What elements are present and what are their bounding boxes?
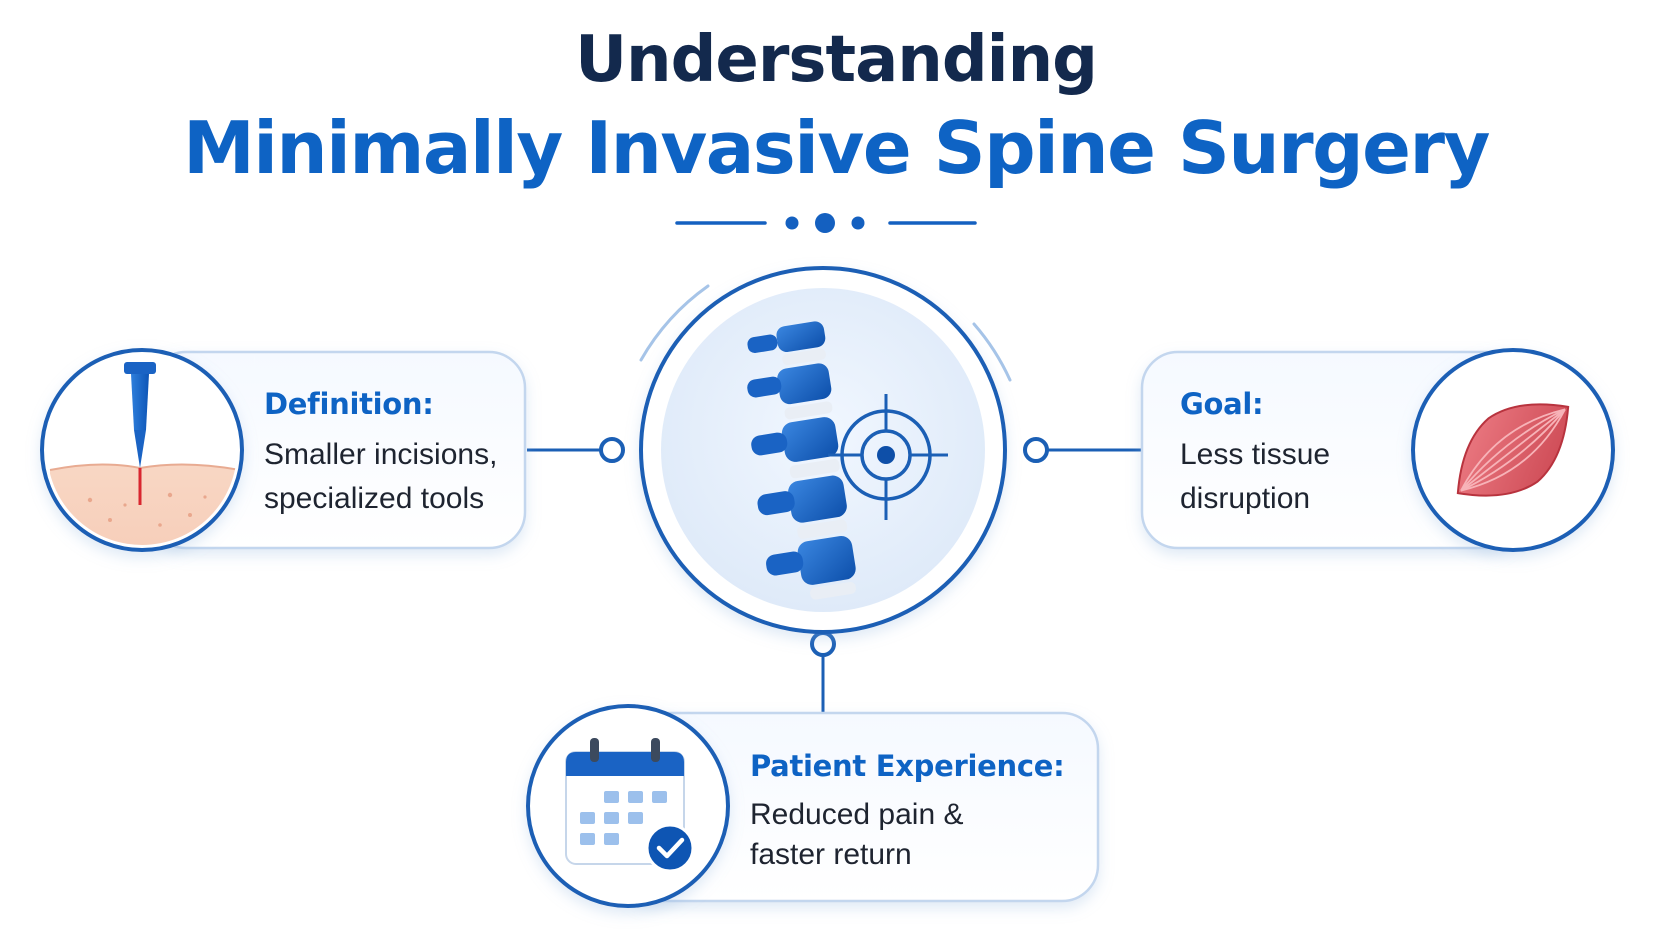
definition-line-1: Smaller incisions, bbox=[264, 438, 498, 471]
patient-line-1: Reduced pain & bbox=[750, 798, 964, 831]
goal-body: Less tissue disruption bbox=[1180, 433, 1330, 521]
title-divider bbox=[675, 213, 977, 233]
patient-card-text: Patient Experience: Reduced pain & faste… bbox=[750, 749, 1065, 875]
goal-line-2: disruption bbox=[1180, 482, 1311, 515]
patient-line-2: faster return bbox=[750, 838, 912, 871]
title-line-1: Understanding bbox=[575, 23, 1098, 97]
title-line-2: Minimally Invasive Spine Surgery bbox=[183, 106, 1490, 190]
definition-card-text: Definition: Smaller incisions, specializ… bbox=[264, 390, 497, 521]
calendar-check-icon bbox=[526, 704, 730, 908]
muscle-tissue-icon bbox=[1411, 348, 1615, 552]
definition-line-2: specialized tools bbox=[264, 482, 485, 515]
goal-card-text: Goal: Less tissue disruption bbox=[1180, 390, 1330, 521]
scalpel-incision-icon bbox=[40, 348, 244, 552]
patient-body: Reduced pain & faster return bbox=[750, 795, 1064, 875]
definition-heading: Definition: bbox=[264, 387, 434, 421]
goal-line-1: Less tissue bbox=[1180, 438, 1331, 471]
spine-with-target-icon bbox=[747, 321, 948, 600]
patient-heading: Patient Experience: bbox=[750, 749, 1065, 783]
goal-heading: Goal: bbox=[1180, 387, 1264, 421]
definition-body: Smaller incisions, specialized tools bbox=[264, 433, 497, 521]
